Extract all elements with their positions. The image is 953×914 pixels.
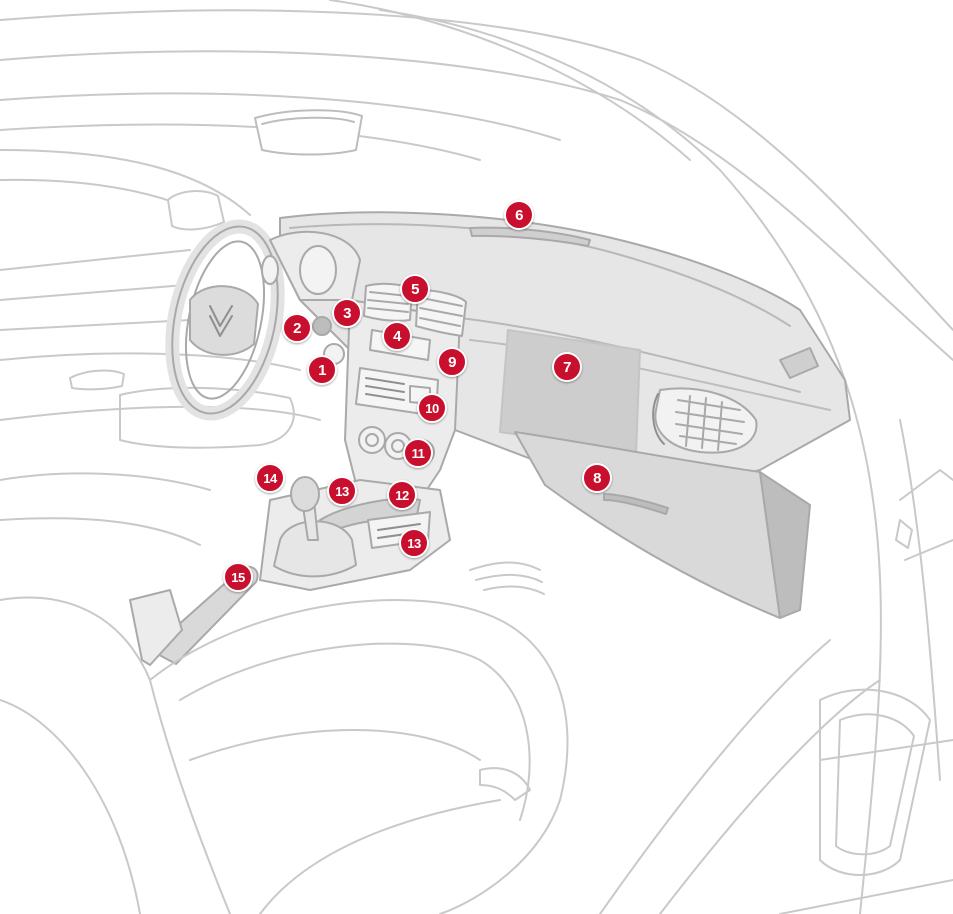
gear-lever	[273, 476, 357, 578]
callout-1[interactable]: 1	[307, 355, 337, 385]
instrument-cluster	[261, 230, 361, 365]
callout-15[interactable]: 15	[223, 562, 253, 592]
callout-10[interactable]: 10	[417, 393, 447, 423]
roof-lines	[0, 0, 953, 481]
handbrake	[129, 565, 259, 666]
callout-2[interactable]: 2	[282, 313, 312, 343]
callout-3[interactable]: 3	[332, 298, 362, 328]
centre-console	[344, 282, 467, 501]
callout-13-lower[interactable]: 13	[399, 528, 429, 558]
callout-13-upper[interactable]: 13	[327, 476, 357, 506]
callout-14[interactable]: 14	[255, 463, 285, 493]
callout-6[interactable]: 6	[504, 200, 534, 230]
passenger-seat	[0, 596, 569, 914]
glovebox	[514, 431, 811, 619]
callout-9[interactable]: 9	[437, 347, 467, 377]
mirror	[254, 109, 363, 156]
callout-5[interactable]: 5	[400, 274, 430, 304]
callout-11[interactable]: 11	[403, 438, 433, 468]
callout-4[interactable]: 4	[382, 321, 412, 351]
left-pillar	[0, 149, 251, 331]
callout-7[interactable]: 7	[552, 352, 582, 382]
callout-12[interactable]: 12	[387, 480, 417, 510]
callout-8[interactable]: 8	[582, 463, 612, 493]
floor-right	[469, 419, 953, 914]
steering-wheel	[165, 219, 285, 421]
